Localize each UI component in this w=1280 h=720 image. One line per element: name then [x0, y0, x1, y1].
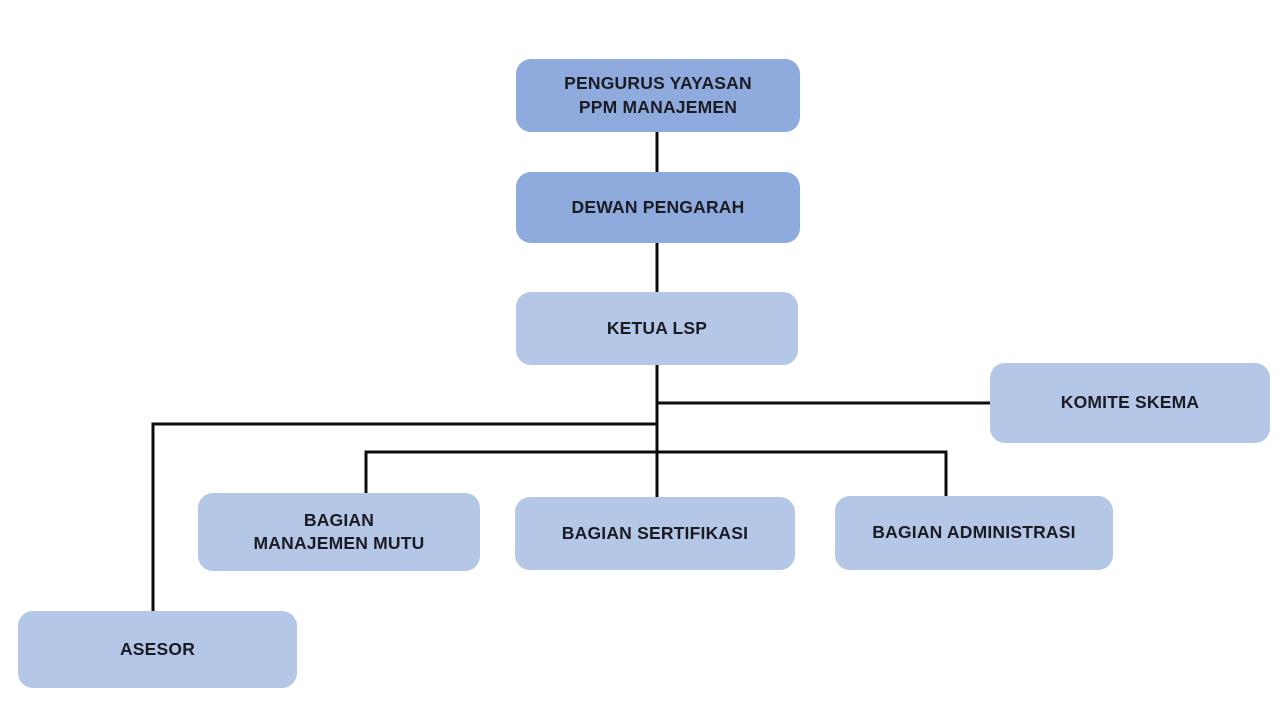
org-node-label: BAGIAN ADMINISTRASI [872, 522, 1076, 543]
org-node-bagian-manajemen-mutu: BAGIAN MANAJEMEN MUTU [198, 493, 480, 571]
org-node-label: KETUA LSP [606, 317, 708, 338]
org-node-label: ASESOR [119, 638, 196, 659]
org-node-asesor: ASESOR [18, 611, 297, 688]
org-node-label: KOMITE SKEMA [1060, 392, 1200, 413]
org-node-ketua-lsp: KETUA LSP [516, 292, 798, 365]
org-node-label: DEWAN PENGARAH [571, 196, 745, 217]
org-node-dewan-pengarah: DEWAN PENGARAH [516, 172, 800, 243]
org-node-komite-skema: KOMITE SKEMA [990, 363, 1270, 443]
org-node-pengurus-yayasan: PENGURUS YAYASAN PPM MANAJEMEN [516, 59, 800, 132]
org-node-label: BAGIAN SERTIFIKASI [561, 522, 749, 543]
org-node-label: PENGURUS YAYASAN PPM MANAJEMEN [564, 73, 752, 117]
org-node-bagian-sertifikasi: BAGIAN SERTIFIKASI [515, 497, 795, 570]
org-node-label: BAGIAN MANAJEMEN MUTU [253, 509, 425, 553]
org-node-bagian-administrasi: BAGIAN ADMINISTRASI [835, 496, 1113, 570]
